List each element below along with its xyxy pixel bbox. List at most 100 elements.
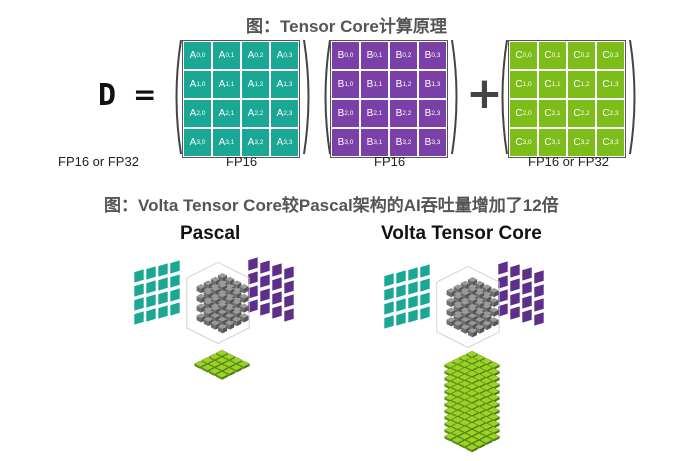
purple-input-tile bbox=[497, 274, 509, 290]
gray-compute-block bbox=[451, 290, 456, 298]
gray-compute-block bbox=[460, 302, 466, 310]
gray-compute-block bbox=[458, 286, 463, 294]
gray-compute-block bbox=[494, 319, 499, 327]
gray-compute-block bbox=[215, 315, 220, 323]
gray-compute-block bbox=[229, 298, 235, 306]
gray-compute-block bbox=[489, 307, 499, 313]
equals-sign: = bbox=[133, 78, 157, 111]
gray-compute-block bbox=[201, 286, 206, 294]
paren-right-a bbox=[302, 38, 314, 156]
gray-compute-block bbox=[468, 298, 473, 306]
gray-compute-block bbox=[196, 313, 206, 318]
green-accumulator-block bbox=[472, 373, 486, 381]
gray-compute-block bbox=[215, 298, 220, 306]
gray-compute-block bbox=[460, 317, 470, 322]
gray-compute-block bbox=[486, 286, 492, 294]
gray-compute-block bbox=[482, 313, 492, 319]
purple-input-tile bbox=[283, 293, 295, 309]
gray-compute-block bbox=[232, 282, 237, 290]
green-accumulator-block bbox=[194, 363, 201, 369]
green-accumulator-block bbox=[193, 360, 207, 368]
gray-compute-block bbox=[475, 312, 480, 320]
gray-compute-block bbox=[229, 288, 235, 296]
purple-input-tile bbox=[271, 304, 283, 320]
teal-input-tile bbox=[145, 307, 157, 323]
green-accumulator-block bbox=[443, 420, 457, 427]
gray-compute-block bbox=[460, 292, 466, 300]
cube-wireframe bbox=[186, 261, 250, 344]
gray-compute-block bbox=[215, 308, 220, 316]
green-accumulator-block bbox=[487, 374, 501, 382]
gray-compute-block bbox=[468, 308, 473, 316]
gray-compute-block bbox=[229, 308, 235, 316]
gray-compute-block bbox=[236, 282, 242, 290]
gray-compute-block bbox=[475, 307, 485, 313]
green-accumulator-block bbox=[487, 420, 501, 427]
gray-compute-block bbox=[475, 283, 480, 290]
gray-compute-block bbox=[244, 286, 249, 294]
gray-compute-block bbox=[225, 288, 230, 296]
green-accumulator-block bbox=[487, 394, 501, 401]
gray-compute-block bbox=[453, 296, 459, 304]
pascal-label: Pascal bbox=[180, 223, 241, 244]
gray-compute-block bbox=[225, 315, 230, 323]
teal-input-tile bbox=[419, 263, 431, 279]
purple-input-tile bbox=[521, 294, 533, 310]
gray-compute-block bbox=[196, 293, 206, 299]
gray-compute-block bbox=[215, 279, 220, 286]
gray-compute-block bbox=[239, 286, 244, 294]
gray-compute-block bbox=[244, 305, 249, 313]
green-accumulator-block bbox=[487, 426, 501, 434]
matrix-b-caption: FP16 bbox=[374, 154, 406, 169]
gray-compute-block bbox=[460, 307, 470, 313]
gray-compute-block bbox=[208, 302, 213, 310]
gray-compute-block bbox=[203, 311, 209, 319]
gray-compute-block bbox=[489, 309, 494, 317]
gray-compute-block bbox=[472, 323, 478, 331]
green-accumulator-block bbox=[493, 371, 500, 377]
gray-compute-block bbox=[210, 315, 216, 323]
teal-input-tile bbox=[145, 265, 157, 281]
gray-compute-block bbox=[196, 296, 202, 303]
gray-compute-block bbox=[453, 284, 463, 290]
green-accumulator-block bbox=[493, 364, 500, 370]
gray-compute-block bbox=[446, 307, 456, 313]
green-accumulator-block bbox=[487, 400, 501, 408]
gray-compute-block bbox=[222, 304, 228, 312]
gray-compute-block bbox=[232, 290, 242, 295]
green-accumulator-block bbox=[493, 377, 500, 383]
gray-compute-block bbox=[203, 280, 213, 286]
teal-input-tile bbox=[383, 286, 395, 302]
gray-compute-block bbox=[225, 308, 230, 316]
purple-input-tile bbox=[521, 280, 533, 296]
green-accumulator-block bbox=[222, 374, 228, 380]
green-accumulator-block bbox=[243, 363, 250, 369]
gray-compute-block bbox=[458, 323, 463, 331]
gray-compute-block bbox=[232, 302, 237, 310]
gray-compute-block bbox=[475, 287, 485, 293]
paren-left-b bbox=[320, 38, 332, 156]
gray-compute-block bbox=[453, 323, 459, 331]
green-accumulator-block bbox=[444, 364, 451, 370]
green-accumulator-block bbox=[444, 397, 451, 403]
gray-compute-block bbox=[458, 306, 463, 314]
gray-compute-block bbox=[210, 308, 216, 316]
green-accumulator-block bbox=[444, 403, 451, 409]
gray-compute-block bbox=[479, 283, 485, 290]
gray-compute-block bbox=[453, 315, 459, 323]
green-accumulator-block bbox=[487, 407, 501, 414]
green-accumulator-block bbox=[493, 416, 500, 422]
cube-wireframe bbox=[436, 265, 500, 348]
gray-compute-block bbox=[208, 311, 213, 319]
green-accumulator-block bbox=[444, 429, 451, 435]
gray-compute-block bbox=[446, 290, 452, 298]
